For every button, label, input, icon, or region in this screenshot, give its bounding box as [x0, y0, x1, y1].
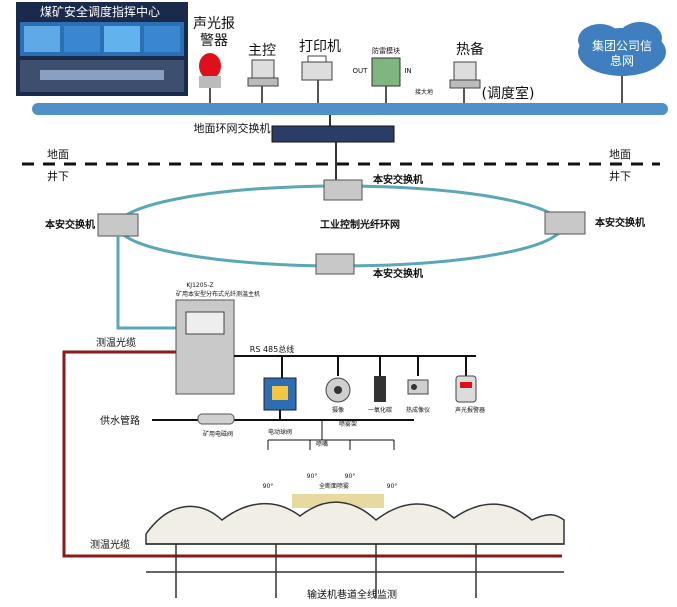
audio-alarm: 声光报警器: [455, 375, 485, 414]
temperature-fiber: [62, 350, 562, 558]
ring-switch-right-label: 本安交换机: [595, 216, 645, 229]
fiber-temp-top-label: 测温光缆: [96, 336, 136, 349]
ground-right-label: 地面: [609, 148, 631, 161]
alarm-label-2: 警器: [200, 33, 228, 49]
host-label: 主控: [248, 43, 276, 59]
camera-1-label: 摄像: [332, 406, 344, 414]
ring-switch-right: 本安交换机: [544, 211, 645, 235]
ring-switch-top: 本安交换机: [323, 173, 423, 201]
ground-left-label: 地面: [47, 148, 69, 161]
ring-label: 工业控制光纤环网: [320, 218, 400, 231]
host-computer: 主控: [247, 43, 279, 110]
underground-left-label: 井下: [47, 169, 69, 183]
camera-sensor: 摄像: [325, 377, 351, 414]
co-sensor: 一氧化碳: [368, 376, 392, 414]
out-label: OUT: [353, 67, 369, 75]
ethernet-bus: [32, 103, 668, 115]
host-model: KJ1205-Z: [186, 282, 213, 289]
angle-1: 90°: [263, 483, 274, 490]
ring-switch-left: 本安交换机: [45, 213, 139, 237]
rs485-label: RS 485总线: [250, 344, 294, 354]
printer: 打印机: [299, 38, 341, 110]
ring-switch-bottom-label: 本安交换机: [373, 267, 423, 280]
thermal-imager-label: 热成像仪: [406, 406, 430, 414]
standby-label: 热备: [456, 41, 484, 58]
ring-to-host-link: [116, 236, 176, 330]
watermark-stamp: [292, 494, 384, 508]
solenoid-valve-label: 电动球阀: [268, 428, 292, 436]
fiber-temp-bottom-label: 测温光缆: [90, 538, 130, 551]
nozzle-label: 喷嘴: [316, 440, 328, 448]
full-section-label: 全断面喷雾: [319, 482, 349, 490]
in-label: IN: [404, 67, 411, 75]
ring-switch-left-label: 本安交换机: [45, 218, 95, 231]
center-title: 煤矿安全调度指挥中心: [40, 4, 160, 19]
valve-label: 矿用电磁阀: [203, 430, 233, 438]
ring-switch-top-label: 本安交换机: [373, 173, 423, 186]
control-center-image: 煤矿安全调度指挥中心: [16, 2, 188, 96]
underground-right-label: 井下: [609, 169, 631, 183]
angle-2: 90°: [307, 473, 318, 480]
group-network-cloud: 集团公司信 息网: [578, 22, 666, 110]
solenoid-valve: 电动球阀: [263, 377, 297, 436]
valve-icon: [197, 413, 235, 425]
co-sensor-label: 一氧化碳: [368, 406, 392, 414]
alarm-device: 声光报 警器: [193, 16, 235, 110]
core-switch-label: 地面环网交换机: [194, 121, 271, 135]
ring-switch-bottom: 本安交换机: [315, 253, 423, 280]
host-desc: 矿用本安型分布式光纤测温主机: [176, 290, 260, 298]
dispatch-label: (调度室): [482, 85, 535, 102]
spray-section: 喷雾架 喷嘴 90° 90° 90° 90° 全断面喷雾: [263, 420, 398, 508]
lightning-module: 防雷模块 OUT IN 接大地: [353, 46, 433, 110]
standby-computer: 热备 (调度室): [449, 41, 535, 110]
printer-label: 打印机: [299, 38, 341, 55]
boundary: 地面 井下 地面 井下: [22, 148, 660, 183]
thermal-imager: 热成像仪: [406, 379, 430, 414]
lightning-label: 防雷模块: [372, 46, 400, 55]
alarm-label-1: 声光报: [193, 16, 235, 32]
measurement-host: KJ1205-Z 矿用本安型分布式光纤测温主机: [175, 282, 260, 395]
conveyor-tunnel: 输送机巷道全线监测: [145, 501, 565, 601]
bottom-caption: 输送机巷道全线监测: [307, 588, 397, 601]
angle-3: 90°: [345, 473, 356, 480]
cloud-label-2: 息网: [610, 53, 634, 68]
nozzle-frame-label: 喷雾架: [339, 420, 357, 428]
cloud-label-1: 集团公司信: [592, 38, 652, 53]
core-switch: 地面环网交换机: [194, 115, 395, 188]
audio-alarm-label: 声光报警器: [455, 406, 485, 414]
angle-4: 90°: [387, 483, 398, 490]
earth-label: 接大地: [415, 88, 433, 96]
water-pipe-label: 供水管路: [100, 414, 140, 427]
